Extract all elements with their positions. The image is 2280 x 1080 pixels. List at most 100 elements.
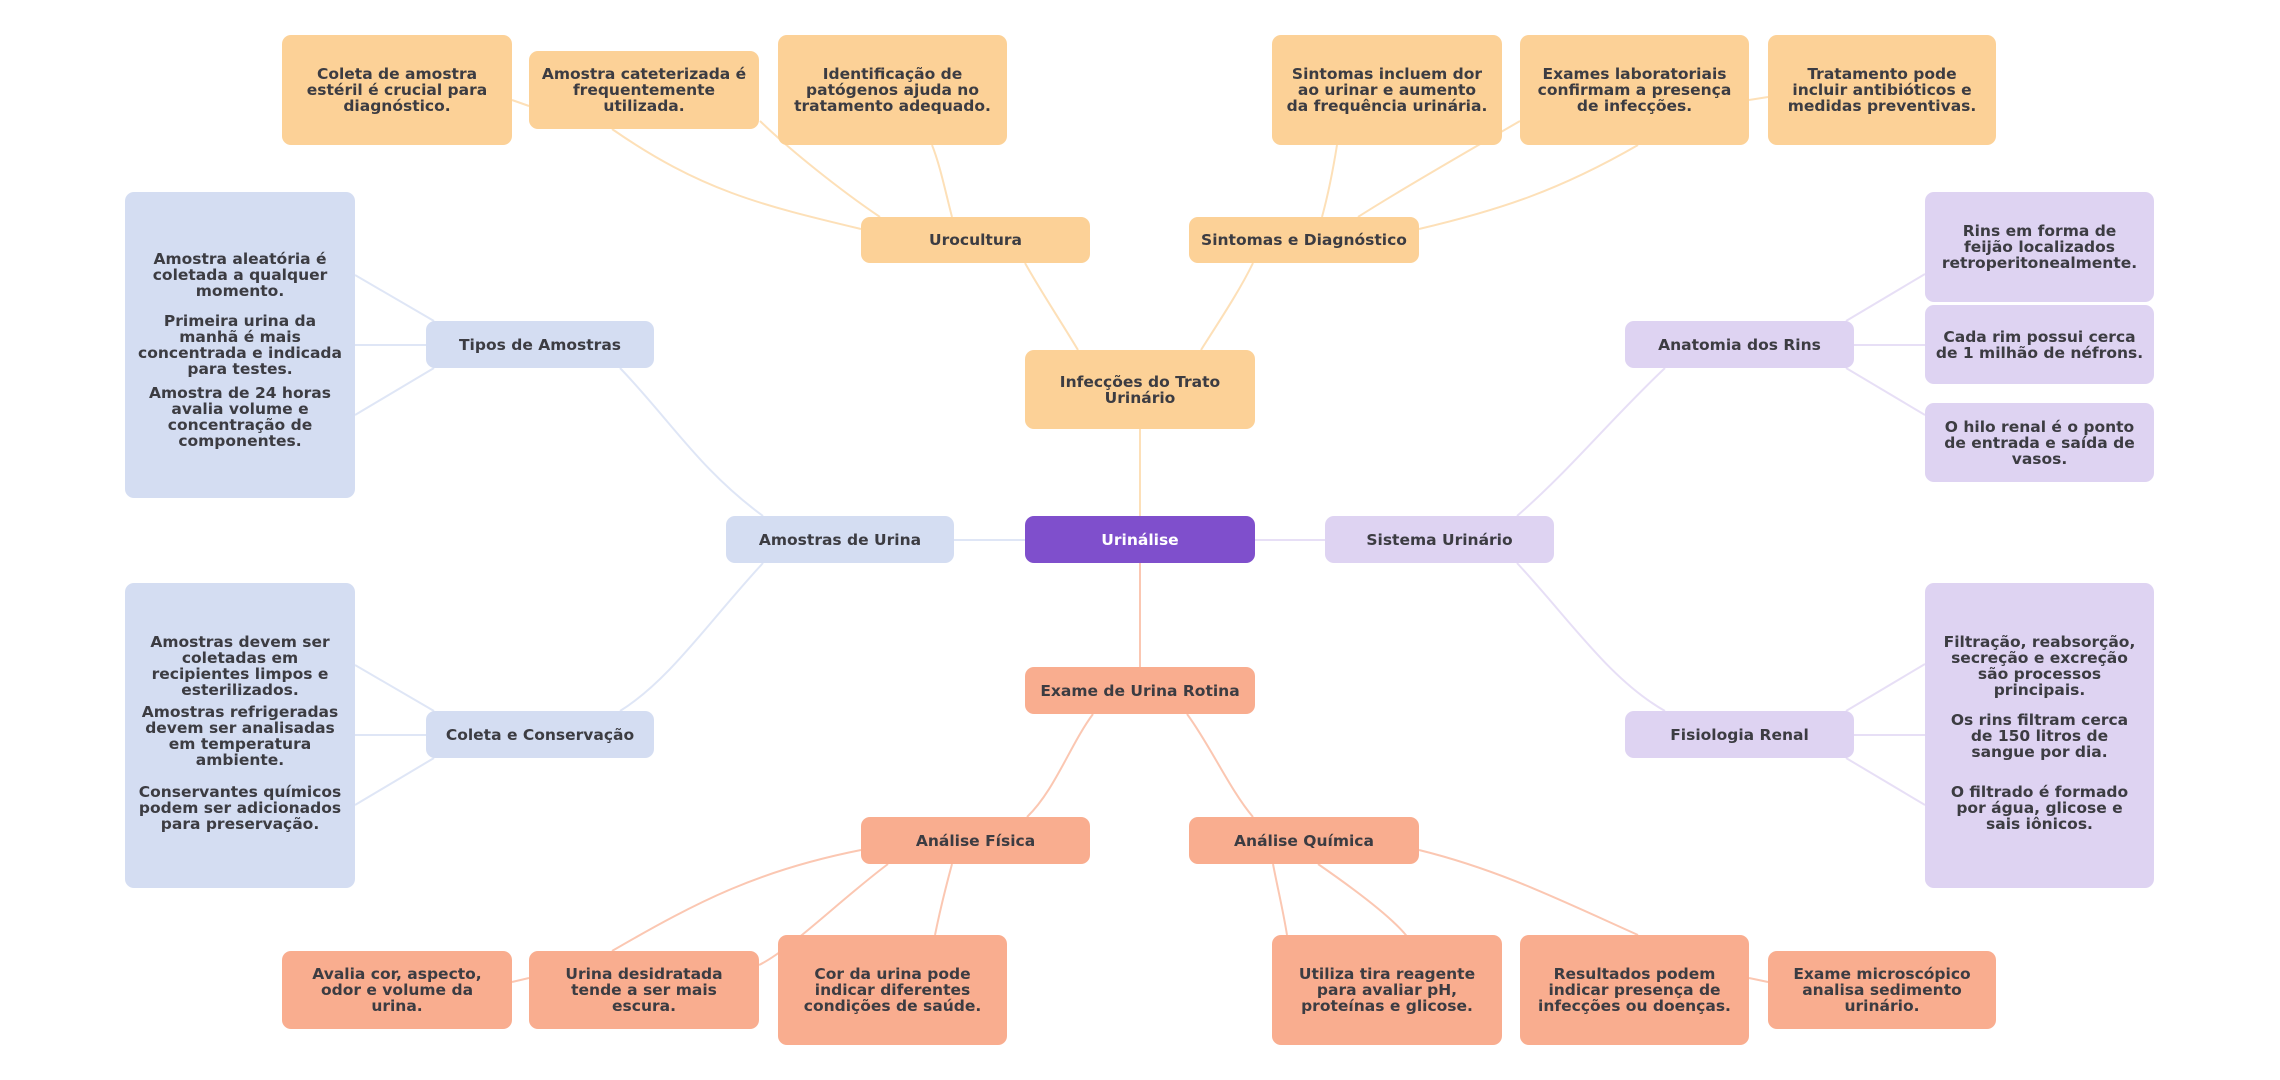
leaf-node[interactable]: Avalia cor, aspecto, odor e volume da ur… [282, 951, 512, 1029]
node-label: Análise Química [1234, 831, 1374, 850]
leaf-node[interactable]: Identificação de patógenos ajuda no trat… [778, 35, 1007, 145]
leaf-node[interactable]: Os rins filtram cerca de 150 litros de s… [1925, 678, 2154, 793]
edge-infeccoes-sintomas [1200, 262, 1254, 351]
node-anatomia-dos-rins[interactable]: Anatomia dos Rins [1625, 321, 1854, 368]
leaf-text: Sintomas incluem dor ao urinar e aumento… [1286, 65, 1488, 115]
leaf-text: O hilo renal é o ponto de entrada e saíd… [1944, 417, 2135, 468]
edge-fisica-leaf-urina [758, 863, 889, 966]
leaf-node[interactable]: Resultados podem indicar presença de inf… [1520, 935, 1749, 1045]
leaf-node[interactable]: Cada rim possui cerca de 1 milhão de néf… [1925, 305, 2154, 384]
leaf-text: Exame microscópico analisa sedimento uri… [1793, 965, 1971, 1015]
edge-fisica-leaf-avalia [611, 849, 862, 952]
edge-quimica-leaf-microscopico [1418, 849, 1639, 936]
node-sintomas-diagnostico[interactable]: Sintomas e Diagnóstico [1189, 217, 1419, 263]
leaf-node[interactable]: Coleta de amostra estéril é crucial para… [282, 35, 512, 145]
leaf-text: Os rins filtram cerca de 150 litros de s… [1950, 710, 2129, 761]
node-infeccoes-trato-urinario[interactable]: Infecções do Trato Urinário [1025, 350, 1255, 429]
edge-anatomia-leaf1 [1845, 273, 1926, 322]
node-coleta-conservacao[interactable]: Coleta e Conservação [426, 711, 654, 758]
leaf-node[interactable]: Amostra cateterizada é frequentemente ut… [529, 51, 759, 129]
leaf-node[interactable]: Utiliza tira reagente para avaliar pH, p… [1272, 935, 1502, 1045]
edge-fisiologia-leaf3 [1845, 757, 1926, 806]
node-analise-quimica[interactable]: Análise Química [1189, 817, 1419, 864]
leaf-text: Primeira urina da manhã é mais concentra… [138, 311, 342, 378]
leaf-node[interactable]: Filtração, reabsorção, secreção e excreç… [1925, 583, 2154, 748]
edge-amostras-coleta [619, 562, 764, 712]
node-amostras-de-urina[interactable]: Amostras de Urina [726, 516, 954, 563]
edge-fisica-leaf-cor [934, 863, 953, 936]
node-label: Coleta e Conservação [445, 725, 635, 744]
leaf-node[interactable]: Amostra aleatória é coletada a qualquer … [125, 192, 355, 357]
node-label: Urocultura [929, 231, 1022, 249]
leaf-node[interactable]: Cor da urina pode indicar diferentes con… [778, 935, 1007, 1045]
leaf-node[interactable]: Exame microscópico analisa sedimento uri… [1768, 951, 1996, 1029]
root-node-urinalise[interactable]: Urinálise [1025, 516, 1255, 563]
node-label: Sistema Urinário [1366, 530, 1513, 549]
edge-sintomas-leaf1 [1321, 144, 1338, 218]
leaf-text: Resultados podem indicar presença de inf… [1538, 965, 1731, 1015]
leaf-node[interactable]: Rins em forma de feijão localizados retr… [1925, 192, 2154, 302]
leaf-node[interactable]: Amostras refrigeradas devem ser analisad… [125, 678, 355, 793]
node-label: Sintomas e Diagnóstico [1201, 231, 1407, 249]
node-label: Fisiologia Renal [1670, 725, 1809, 744]
leaf-node[interactable]: Conservantes químicos podem ser adiciona… [125, 753, 355, 863]
edge-exame-quimica [1186, 713, 1254, 818]
edge-exame-fisica [1026, 713, 1094, 818]
leaf-text: Amostra de 24 horas avalia volume e conc… [149, 384, 331, 450]
leaf-text: Amostra cateterizada é frequentemente ut… [541, 65, 747, 115]
node-urocultura[interactable]: Urocultura [861, 217, 1090, 263]
leaf-text: Cor da urina pode indicar diferentes con… [803, 965, 982, 1015]
leaf-text: Tratamento pode incluir antibióticos e m… [1787, 65, 1977, 115]
edge-urocultura-leaf0 [511, 99, 530, 107]
leaf-text: O filtrado é formado por água, glicose e… [1950, 783, 2129, 833]
edge-infeccoes-urocultura [1024, 262, 1079, 351]
node-label: Tipos de Amostras [458, 335, 622, 354]
leaf-text: Exames laboratoriais confirmam a presenç… [1537, 65, 1732, 115]
edge-fisiologia-leaf1 [1845, 663, 1926, 712]
leaf-text: Utiliza tira reagente para avaliar pH, p… [1298, 965, 1476, 1015]
edge-urocultura-leaf1 [611, 128, 862, 230]
leaf-group-tipos: Amostra aleatória é coletada a qualquer … [125, 192, 355, 498]
node-exame-urina-rotina[interactable]: Exame de Urina Rotina [1025, 667, 1255, 714]
node-label: Amostras de Urina [758, 530, 922, 549]
leaf-node[interactable]: Primeira urina da manhã é mais concentra… [125, 287, 355, 402]
root-label: Urinálise [1101, 530, 1179, 549]
edge-amostras-tipos [619, 367, 764, 517]
node-tipos-de-amostras[interactable]: Tipos de Amostras [426, 321, 654, 368]
leaf-node[interactable]: Exames laboratoriais confirmam a presenç… [1520, 35, 1749, 145]
node-label: Infecções do Trato Urinário [1059, 372, 1221, 407]
leaf-text: Urina desidratada tende a ser mais escur… [565, 965, 723, 1015]
edge-coleta-leaf1 [354, 664, 435, 712]
edge-tipos-leaf3 [354, 367, 435, 416]
leaf-node[interactable]: Tratamento pode incluir antibióticos e m… [1768, 35, 1996, 145]
leaf-node[interactable]: O hilo renal é o ponto de entrada e saíd… [1925, 403, 2154, 482]
node-label: Análise Física [915, 831, 1036, 850]
node-fisiologia-renal[interactable]: Fisiologia Renal [1625, 711, 1854, 758]
leaf-text: Avalia cor, aspecto, odor e volume da ur… [312, 965, 482, 1015]
edge-anatomia-leaf3 [1845, 367, 1926, 416]
leaf-text: Filtração, reabsorção, secreção e excreç… [1943, 632, 2136, 699]
leaf-group-coleta: Amostras devem ser coletadas em recipien… [125, 583, 355, 888]
node-analise-fisica[interactable]: Análise Física [861, 817, 1090, 864]
leaf-text: Amostra aleatória é coletada a qualquer … [152, 249, 328, 300]
edge-sistema-fisiologia [1516, 562, 1666, 712]
edge-sistema-anatomia [1516, 367, 1666, 517]
node-sistema-urinario[interactable]: Sistema Urinário [1325, 516, 1554, 563]
edge-urocultura-leaf3 [931, 144, 953, 218]
leaf-node[interactable]: Amostra de 24 horas avalia volume e conc… [125, 362, 355, 472]
node-label: Anatomia dos Rins [1658, 335, 1821, 354]
leaf-node[interactable]: Amostras devem ser coletadas em recipien… [125, 583, 355, 748]
leaf-node[interactable]: Urina desidratada tende a ser mais escur… [529, 951, 759, 1029]
leaf-text: Cada rim possui cerca de 1 milhão de néf… [1935, 327, 2144, 362]
leaf-node[interactable]: Sintomas incluem dor ao urinar e aumento… [1272, 35, 1502, 145]
node-label: Exame de Urina Rotina [1040, 681, 1240, 700]
leaf-text: Coleta de amostra estéril é crucial para… [306, 65, 488, 115]
leaf-group-fisiologia: Filtração, reabsorção, secreção e excreç… [1925, 583, 2154, 888]
leaf-node[interactable]: O filtrado é formado por água, glicose e… [1925, 753, 2154, 863]
edge-sintomas-leaf3b [1748, 96, 1769, 101]
leaf-text: Rins em forma de feijão localizados retr… [1941, 222, 2138, 272]
leaf-text: Amostras refrigeradas devem ser analisad… [141, 702, 339, 769]
leaf-text: Identificação de patógenos ajuda no trat… [794, 65, 991, 115]
edge-coleta-leaf3 [354, 757, 435, 806]
leaf-text: Conservantes químicos podem ser adiciona… [138, 783, 342, 833]
